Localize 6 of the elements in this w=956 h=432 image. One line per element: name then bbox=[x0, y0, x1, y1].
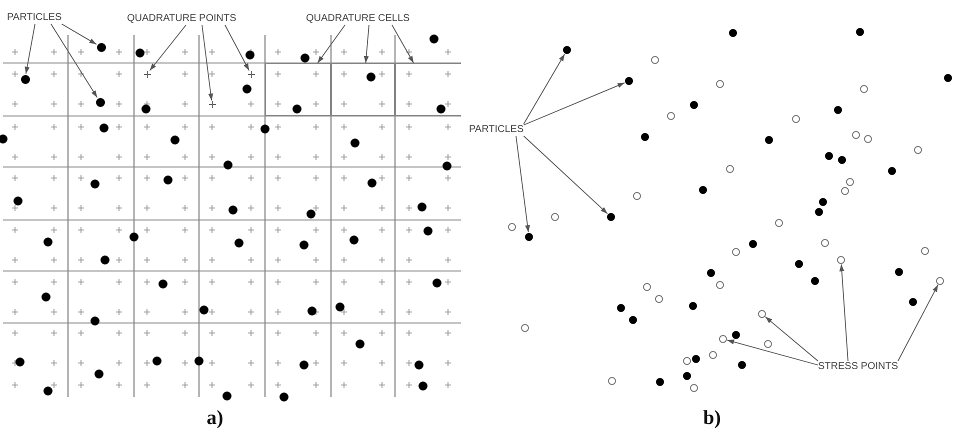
panel-label: a) bbox=[206, 407, 224, 429]
callout-label: PARTICLES bbox=[7, 12, 62, 24]
callout-label: QUADRATURE POINTS bbox=[127, 13, 236, 25]
stress-point-circle bbox=[936, 277, 944, 285]
callout-label: QUADRATURE CELLS bbox=[306, 13, 410, 25]
panel-label: b) bbox=[703, 407, 721, 429]
